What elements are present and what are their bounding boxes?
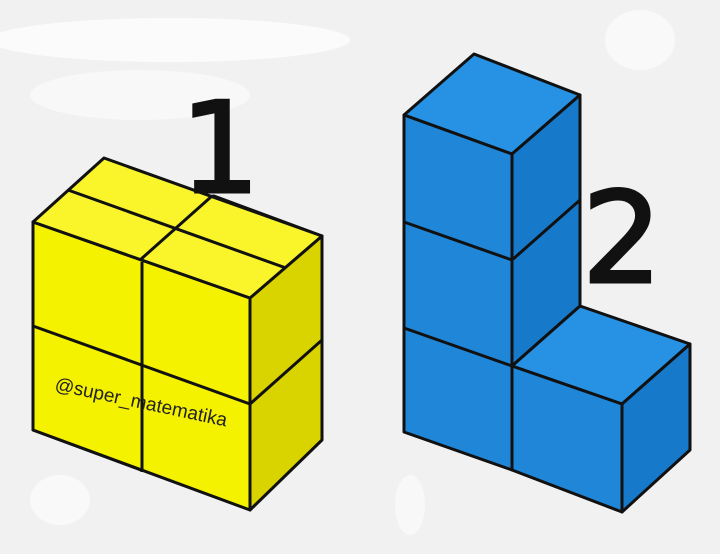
erased-smudges bbox=[0, 10, 675, 535]
figure-2-extension-side bbox=[620, 342, 692, 514]
figure-2-column-front bbox=[402, 113, 514, 472]
figure-1-cubes bbox=[31, 156, 324, 512]
figure-2-label: 2 bbox=[582, 165, 662, 312]
figure-1-label: 1 bbox=[180, 75, 260, 222]
figure-2-cubes bbox=[402, 52, 692, 514]
